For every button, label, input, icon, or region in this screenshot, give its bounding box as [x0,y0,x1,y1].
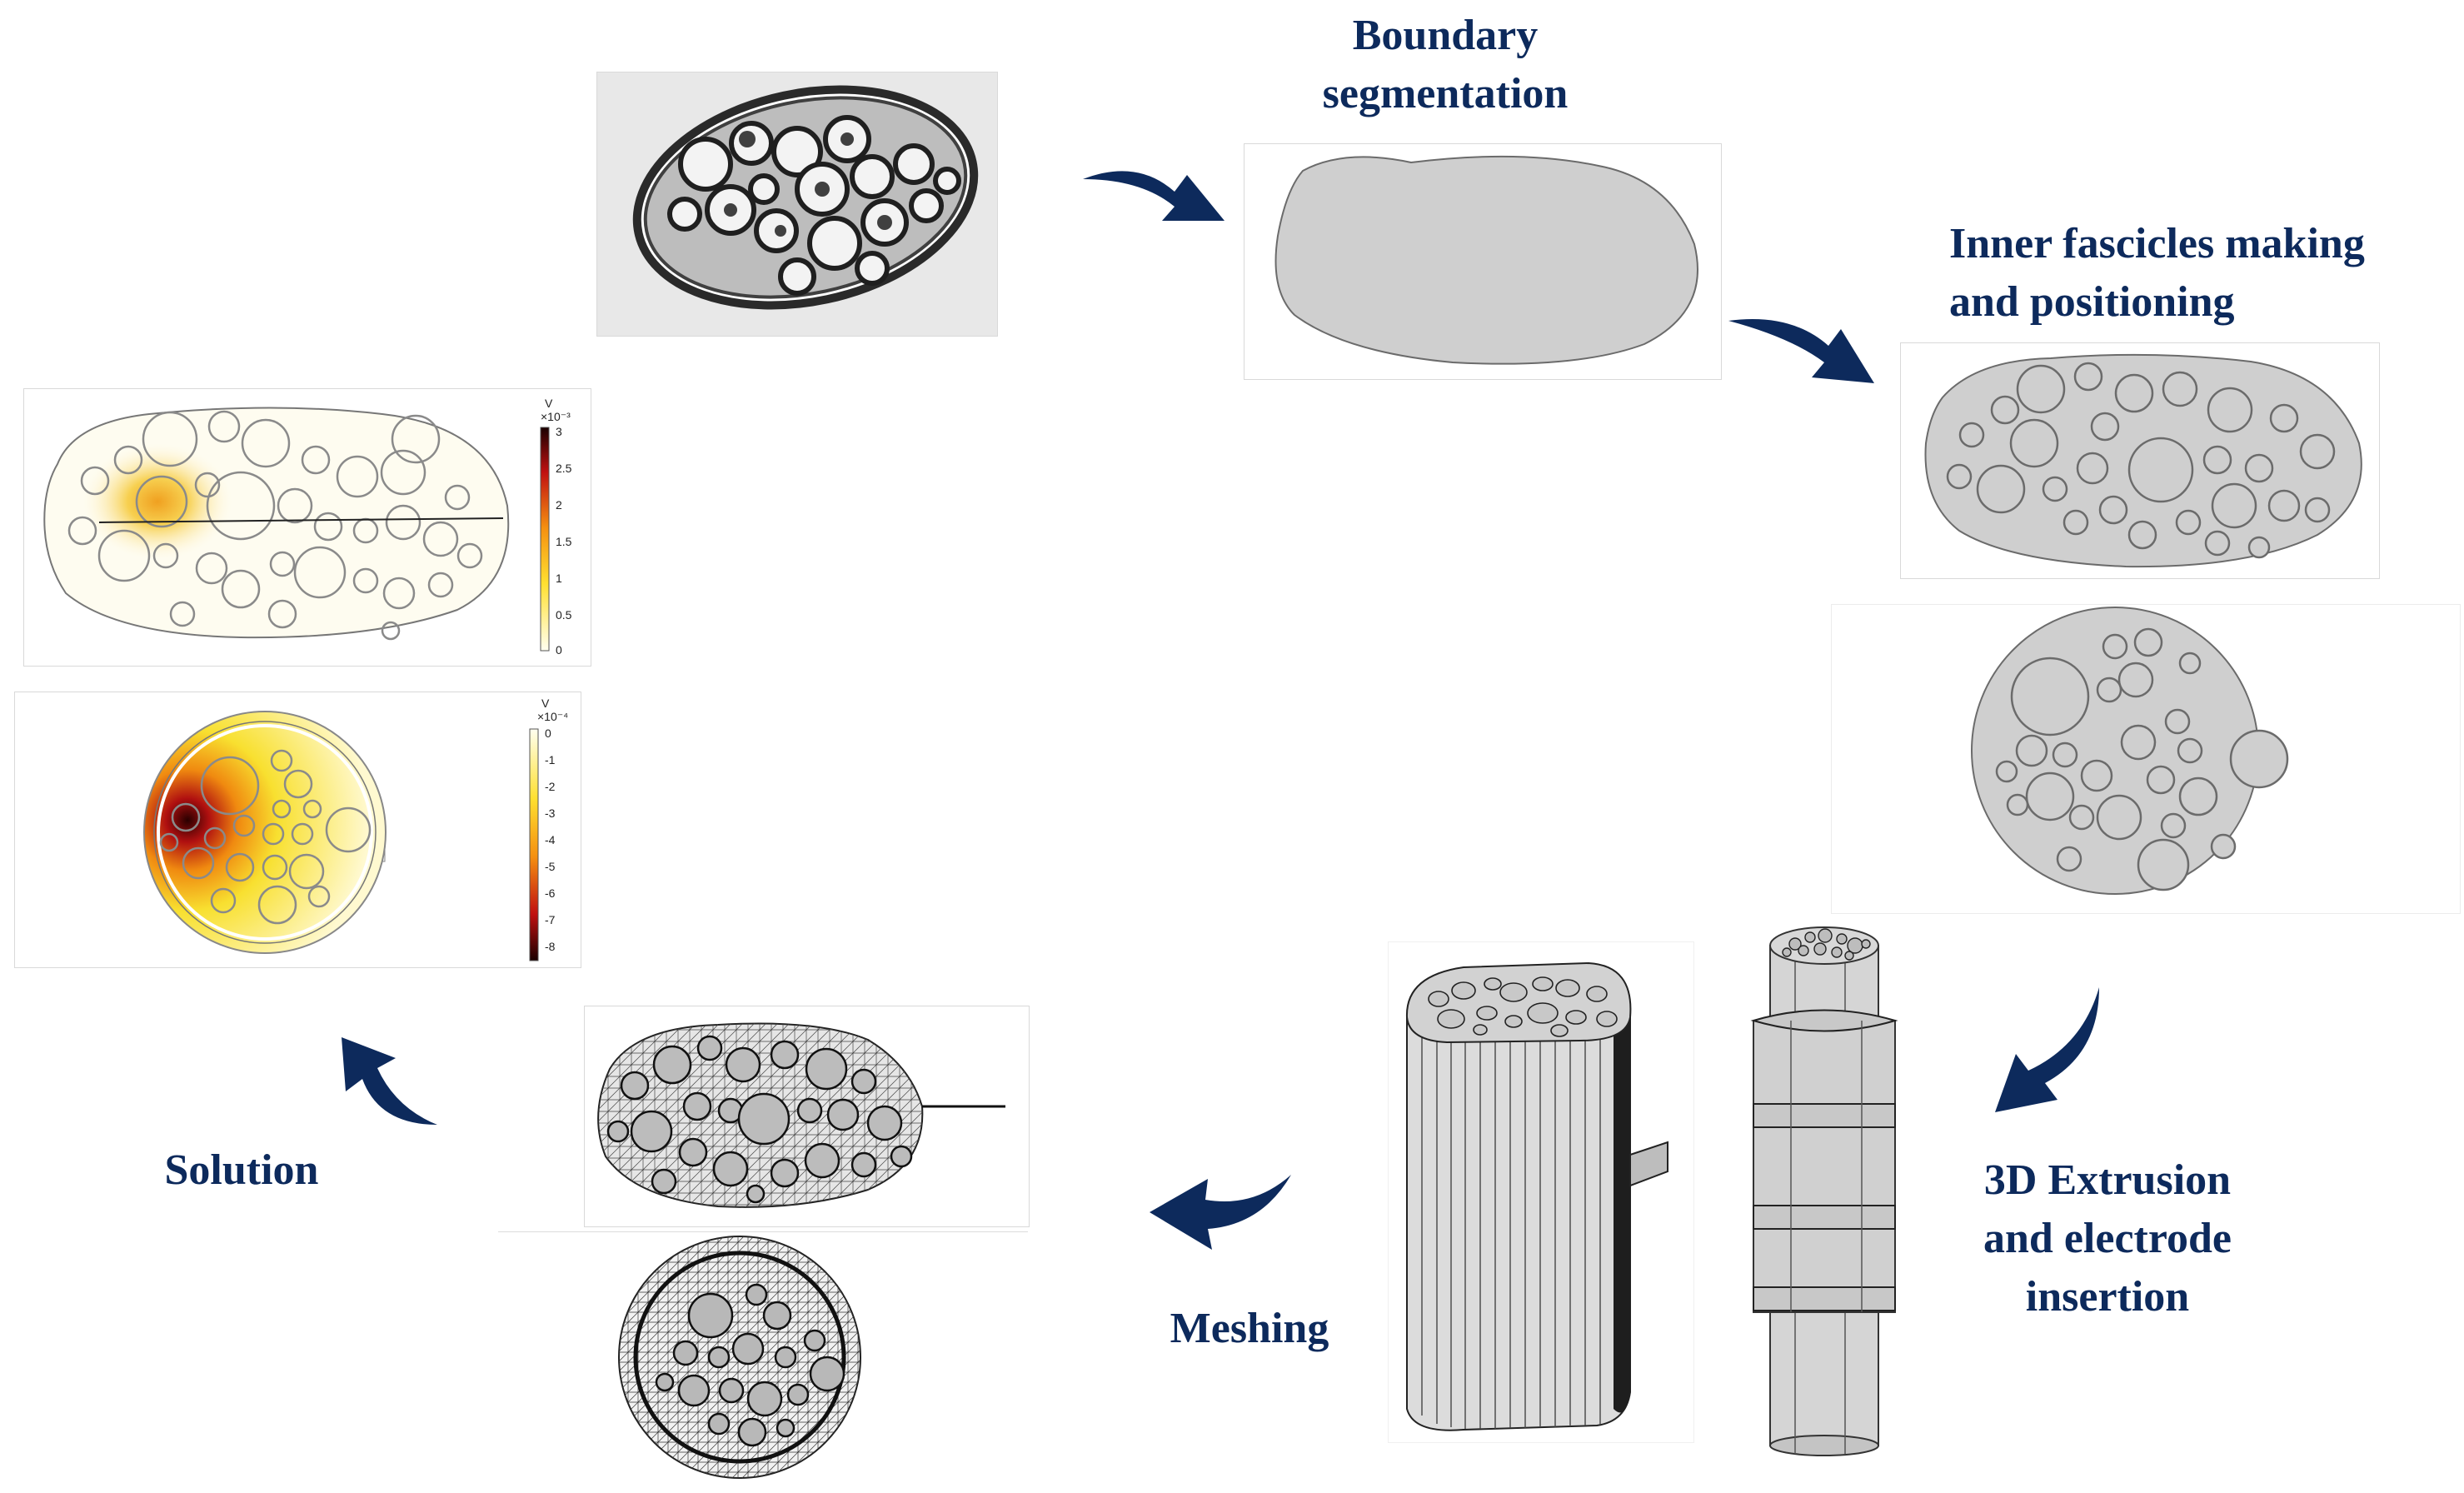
meshed-circle-panel [498,1231,1028,1482]
boundary-panel [1244,143,1722,380]
colorbar-exponent: ×10⁻⁴ [537,710,568,723]
label-line: and positioning [1949,278,2235,326]
tick: 0.5 [556,608,572,622]
circular-section-panel [1831,604,2461,914]
tick: 2.5 [556,462,572,475]
tick: -8 [545,940,556,953]
label-inner-fascicles: Inner fascicles making and positioning [1949,215,2365,332]
label-line: and electrode [1983,1215,2232,1262]
label-line: insertion [2025,1273,2190,1321]
meshed-nerve-panel [584,1006,1030,1227]
colorbar-unit: V [545,397,553,410]
tick: -6 [545,886,556,900]
colorbar-gradient [540,427,550,652]
extruded-nerve-panel [1388,941,1694,1443]
label-meshing: Meshing [1150,1300,1349,1358]
solution-circle-panel: V ×10⁻⁴ 0 -1 -2 -3 -4 -5 -6 -7 -8 [14,692,581,968]
tick: -1 [545,753,556,766]
tick: -4 [545,833,556,846]
tick: 1 [556,572,562,585]
tick: 1.5 [556,535,572,548]
colorbar-gradient [529,728,539,961]
tick: -7 [545,913,556,926]
label-line: 3D Extrusion [1983,1156,2232,1204]
colorbar-ticks: 0 -1 -2 -3 -4 -5 -6 -7 -8 [545,727,556,953]
nerve-boundary [1274,155,1698,365]
arrow-to-boundary [1083,171,1225,221]
histology-image [596,72,998,337]
label-boundary-segmentation: Boundary segmentation [1283,7,1608,123]
arrow-to-solution [342,1037,437,1125]
label-line: Solution [164,1146,319,1194]
colorbar-exponent: ×10⁻³ [541,410,571,423]
arrow-to-extrusion [1995,987,2099,1112]
label-solution: Solution [142,1141,342,1200]
label-line: Meshing [1170,1305,1329,1352]
tick: 0 [545,727,551,740]
tick: 3 [556,425,562,438]
tick: 0 [556,643,562,657]
label-line: Boundary [1352,12,1539,59]
label-line: Inner fascicles making [1949,220,2365,267]
tick: -5 [545,860,556,873]
tick: 2 [556,498,562,512]
label-3d-extrusion: 3D Extrusion and electrode insertion [1949,1151,2266,1326]
label-line: segmentation [1322,70,1569,117]
colorbar-ticks: 3 2.5 2 1.5 1 0.5 0 [556,425,572,657]
fascicles-panel [1900,342,2380,579]
arrow-to-fascicles [1728,319,1874,383]
cylindrical-nerve-3d [1745,921,1903,1458]
colorbar-unit: V [541,697,550,710]
tick: -2 [545,780,556,793]
tick: -3 [545,806,556,820]
solution-ellipse-panel: V ×10⁻³ 3 2.5 2 1.5 1 0.5 0 [23,388,591,667]
arrow-to-meshing [1150,1175,1291,1250]
